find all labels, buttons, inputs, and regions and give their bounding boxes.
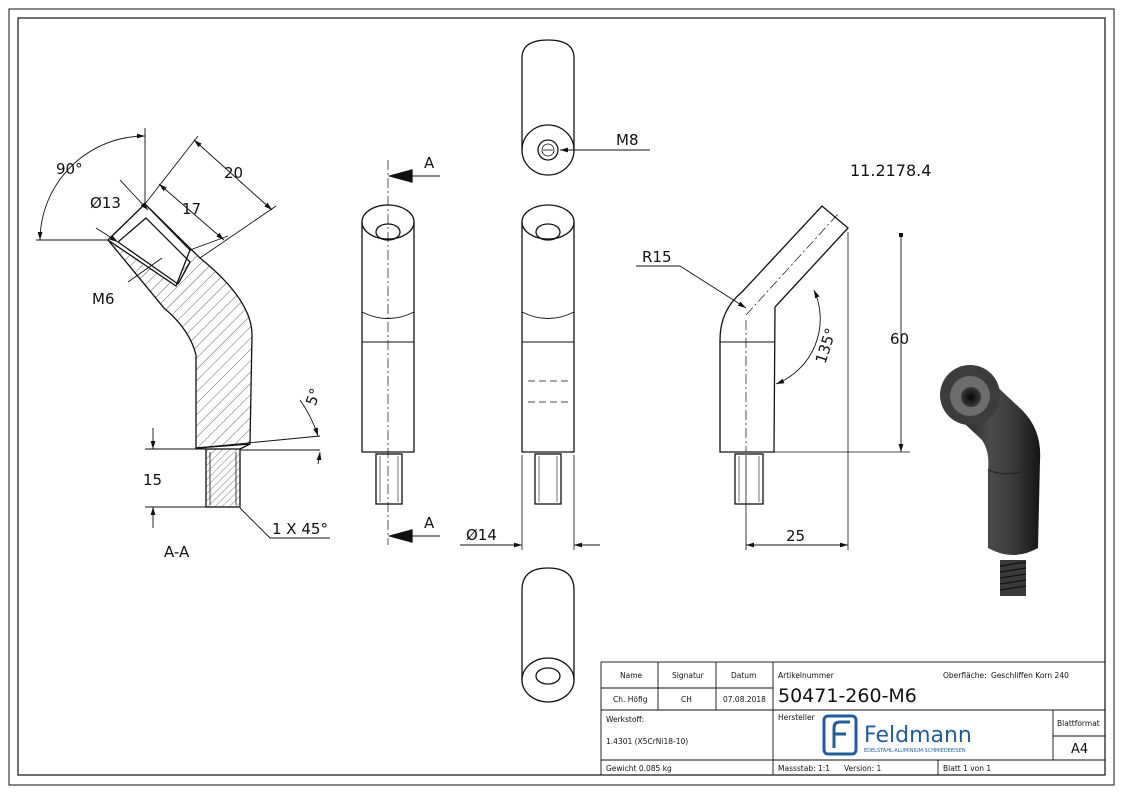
dim-radius-r15: R15 — [642, 248, 672, 266]
brand-tagline: EDELSTAHL·ALUMINIUM·SCHMIEDEEISEN — [864, 748, 966, 754]
section-label: A-A — [164, 543, 190, 561]
blatt: Blatt 1 von 1 — [943, 764, 991, 773]
feldmann-logo: Feldmann EDELSTAHL·ALUMINIUM·SCHMIEDEEIS… — [822, 714, 972, 756]
hersteller-label: Hersteller — [778, 713, 816, 722]
brand-name: Feldmann — [864, 723, 972, 748]
dim-chamfer: 1 X 45° — [272, 520, 328, 538]
dim-angle-135: 135° — [812, 326, 840, 366]
dim-len-17: 17 — [182, 200, 201, 218]
werkstoff-label: Werkstoff: — [606, 715, 644, 724]
datum-value: 07.08.2018 — [723, 695, 766, 704]
dim-thread-m6: M6 — [92, 290, 115, 308]
signatur-value: CH — [681, 695, 692, 704]
section-view-a-a — [106, 203, 321, 508]
hdr-name: Name — [620, 671, 643, 680]
oberflaeche-value: Geschliffen Korn 240 — [991, 671, 1069, 680]
gewicht: Gewicht 0.085 kg — [606, 764, 672, 773]
massstab: Massstab: 1:1 — [778, 764, 830, 773]
name-value: Ch. Höfig — [613, 695, 648, 704]
part-3d-render — [940, 365, 1041, 596]
dim-width-25: 25 — [786, 527, 805, 545]
dim-dia-13: Ø13 — [90, 194, 121, 212]
dim-height-60: 60 — [890, 330, 909, 348]
blattformat-label: Blattformat — [1057, 719, 1100, 728]
section-marker-bottom: A — [424, 514, 435, 532]
angled-view — [636, 205, 910, 550]
dim-thread-m8: M8 — [616, 131, 639, 149]
drawing-number: 11.2178.4 — [850, 161, 931, 180]
artikel-number: 50471-260-M6 — [778, 685, 917, 707]
title-block — [600, 661, 1106, 776]
front-view — [361, 160, 440, 545]
dim-dia-14: Ø14 — [466, 526, 497, 544]
top-view — [521, 39, 650, 176]
hdr-signatur: Signatur — [672, 671, 705, 680]
artikel-label: Artikelnummer — [778, 671, 835, 680]
blattformat-value: A4 — [1071, 742, 1088, 757]
dim-angle-90: 90° — [56, 160, 83, 178]
dim-len-20: 20 — [224, 164, 243, 182]
section-dimensions — [36, 128, 330, 539]
dim-len-15: 15 — [143, 471, 162, 489]
hdr-datum: Datum — [731, 671, 756, 680]
werkstoff-value: 1.4301 (X5CrNi18-10) — [606, 737, 688, 746]
inner-border — [17, 17, 1106, 776]
side-view — [460, 204, 600, 550]
oberflaeche-label: Oberfläche: — [943, 671, 987, 680]
outer-border — [8, 8, 1115, 786]
dim-angle-5: 5° — [302, 386, 325, 408]
section-marker-top: A — [424, 154, 435, 172]
bottom-view — [521, 567, 575, 703]
version: Version: 1 — [844, 764, 881, 773]
